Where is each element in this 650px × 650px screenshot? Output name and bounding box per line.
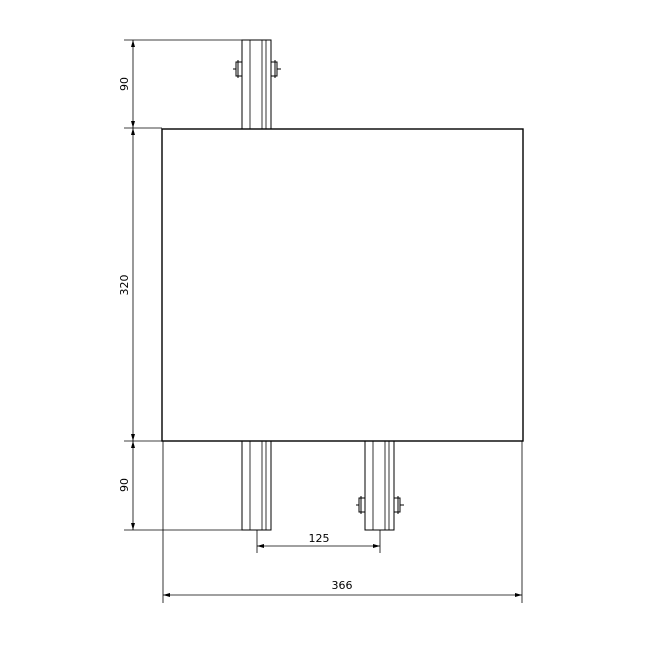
main-body [161, 128, 524, 442]
dim-bottom-height: 90 [118, 441, 135, 530]
dim-overall-width-label: 366 [332, 579, 353, 592]
dim-top-height-label: 90 [118, 77, 131, 91]
dim-body-height-label: 320 [118, 275, 131, 296]
dim-overall-width: 366 [163, 579, 522, 597]
dim-body-height: 320 [118, 128, 135, 441]
dim-bottom-height-label: 90 [118, 478, 131, 492]
bottom-clamp-icon [356, 496, 404, 514]
extension-lines [124, 39, 523, 603]
bottom-right-port [364, 440, 395, 531]
dim-top-height: 90 [118, 40, 135, 128]
dim-port-spacing-label: 125 [309, 532, 330, 545]
top-clamp-icon [233, 60, 281, 78]
bottom-left-port [241, 440, 272, 531]
dim-port-spacing: 125 [257, 532, 380, 548]
top-port [241, 39, 272, 130]
